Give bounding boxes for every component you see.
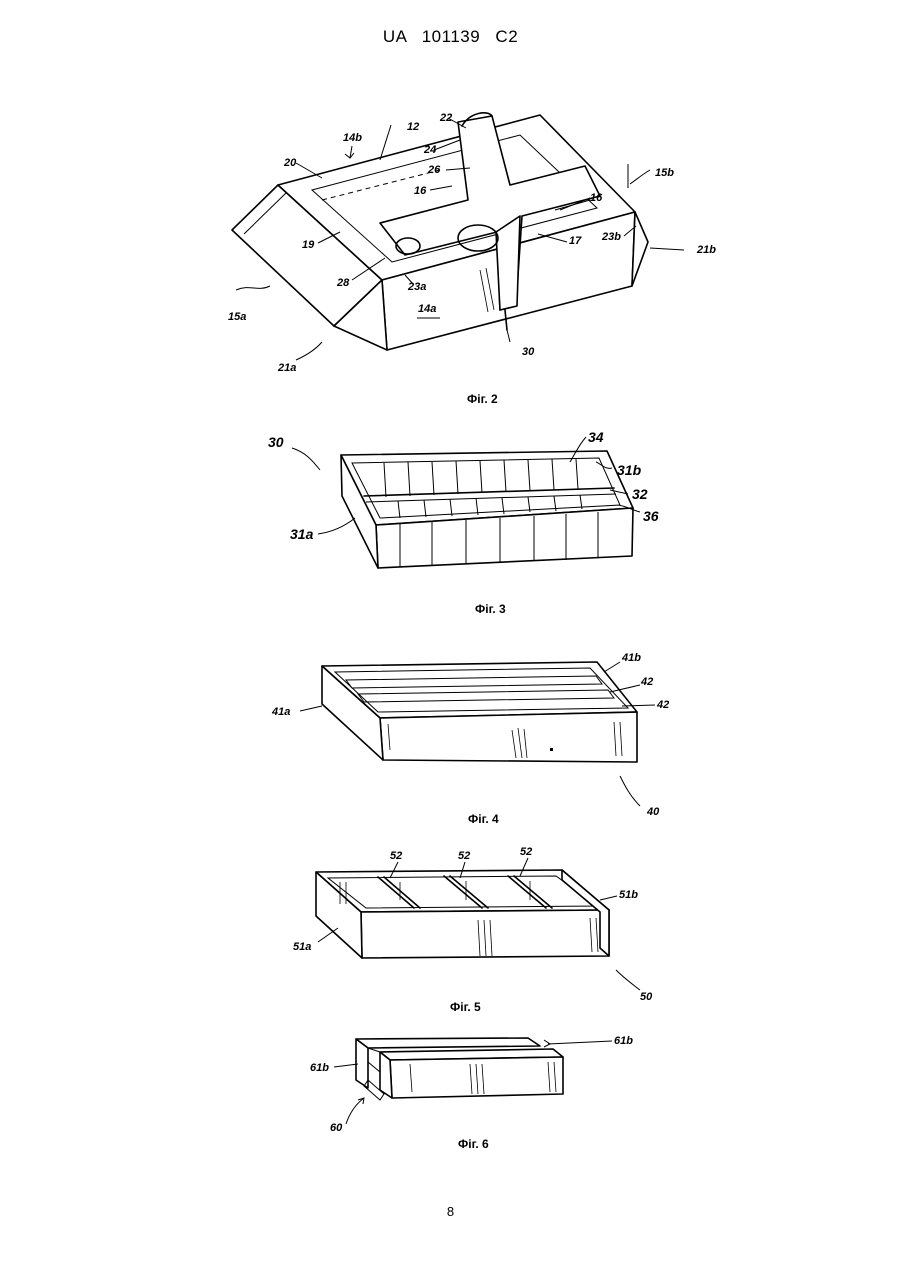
ref-22: 22 — [439, 112, 452, 124]
ref-15b: 15b — [655, 167, 674, 179]
ref-31a: 31a — [290, 526, 314, 542]
figure-6: 61b 61b 60 Фіг. 6 — [310, 1035, 633, 1151]
ref-52-middle: 52 — [458, 850, 470, 862]
ref-26: 26 — [427, 164, 441, 176]
figure-5-drawing — [316, 858, 640, 990]
ref-15a: 15a — [228, 311, 246, 323]
ref-52-right: 52 — [520, 846, 532, 858]
ref-34: 34 — [588, 429, 604, 445]
ref-40: 40 — [646, 806, 660, 818]
ref-30: 30 — [522, 346, 535, 358]
ref-14a: 14a — [418, 303, 436, 315]
figure-3: 30 34 31b 32 36 31a Фіг. 3 — [268, 429, 659, 616]
ref-20: 20 — [283, 157, 297, 169]
ref-16-right: 16 — [590, 192, 603, 204]
ref-16-top: 16 — [414, 185, 427, 197]
ref-50: 50 — [640, 991, 653, 1003]
ref-21b: 21b — [696, 244, 716, 256]
figure-6-drawing — [334, 1038, 612, 1124]
figure-2-caption: Фіг. 2 — [467, 392, 498, 406]
ref-52-left: 52 — [390, 850, 402, 862]
ref-32: 32 — [632, 486, 648, 502]
ref-12: 12 — [407, 121, 419, 133]
figure-4: 41b 42 42 41a 40 Фіг. 4 — [271, 652, 669, 826]
ref-14b: 14b — [343, 132, 362, 144]
figure-2: 12 14b 20 22 24 26 16 16 15b 19 17 23b 2… — [228, 112, 716, 406]
ref-36: 36 — [643, 508, 659, 524]
ref-41a: 41a — [271, 706, 290, 718]
ref-17: 17 — [569, 235, 582, 247]
ref-41b: 41b — [621, 652, 641, 664]
figure-4-caption: Фіг. 4 — [468, 812, 499, 826]
ref-28: 28 — [336, 277, 350, 289]
page-number: 8 — [0, 1204, 901, 1219]
ref-51a: 51a — [293, 941, 311, 953]
ref-51b: 51b — [619, 889, 638, 901]
figure-4-drawing — [300, 662, 655, 806]
figure-5: 52 52 52 51b 51a 50 Фіг. 5 — [293, 846, 653, 1014]
figure-6-caption: Фіг. 6 — [458, 1137, 489, 1151]
figure-3-caption: Фіг. 3 — [475, 602, 506, 616]
ref-61b-right: 61b — [614, 1035, 633, 1047]
ref-21a: 21a — [277, 362, 296, 374]
ref-19: 19 — [302, 239, 315, 251]
figure-3-drawing — [292, 437, 640, 568]
figure-5-caption: Фіг. 5 — [450, 1000, 481, 1014]
ref-23b: 23b — [601, 231, 621, 243]
ref-42-upper: 42 — [640, 676, 653, 688]
ref-31b: 31b — [617, 462, 642, 478]
ref-24: 24 — [423, 144, 436, 156]
ref-42-lower: 42 — [656, 699, 669, 711]
ref-23a: 23a — [407, 281, 426, 293]
ref-30: 30 — [268, 434, 284, 450]
ref-61b-left: 61b — [310, 1062, 329, 1074]
ref-60: 60 — [330, 1122, 343, 1134]
